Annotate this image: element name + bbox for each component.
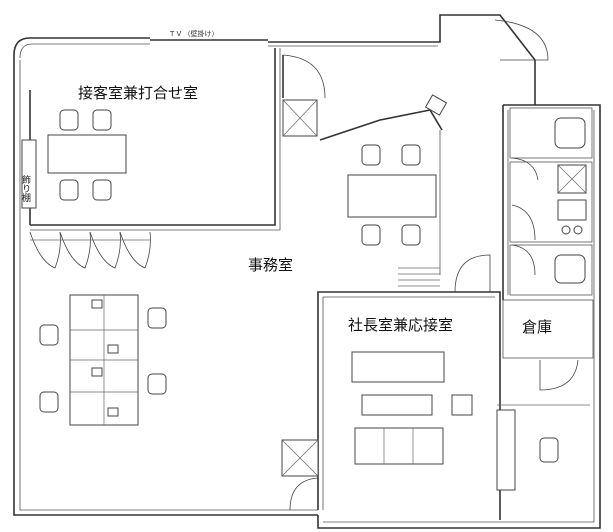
room-label-president: 社長室兼応接室 [348,316,453,334]
chair [147,307,167,329]
right-utility-area [509,107,593,296]
chair [59,179,79,201]
chair [39,391,59,413]
sofa-top [351,351,445,383]
reception-table [47,134,127,174]
room-label-office: 事務室 [248,256,293,274]
display-shelf [21,139,37,209]
column-bottom [281,439,319,477]
chair [92,179,112,201]
folding-doors [29,231,151,269]
angled-fixture [424,94,448,116]
chair [539,437,559,463]
chair [59,109,79,131]
chair [361,144,381,166]
outer-walls [13,14,601,529]
room-label-reception: 接客室兼打合せ室 [78,84,198,102]
door-top [282,54,326,99]
stairs [398,267,440,287]
chair [147,373,167,395]
president-door [454,254,491,293]
chair [401,224,421,246]
angled-wall [319,109,443,141]
display-shelf-label: 飾り棚 [20,174,31,203]
chair [92,109,112,131]
office-desk-top [347,174,437,218]
storage-door [539,359,579,391]
coffee-table [361,394,433,416]
door-bottom [289,477,319,511]
chair [39,324,59,346]
sofa-bottom [354,427,444,465]
chair [361,224,381,246]
president-room-walls [317,291,501,520]
chair [401,144,421,166]
storage-walls [502,299,594,359]
office-desk-cluster [69,294,139,426]
entrance-door [494,19,549,61]
tv-label: T V （壁掛け） [169,29,219,38]
side-table [451,394,473,416]
column-top [282,99,318,137]
president-desk [496,409,516,491]
room-label-storage: 倉庫 [522,318,552,336]
